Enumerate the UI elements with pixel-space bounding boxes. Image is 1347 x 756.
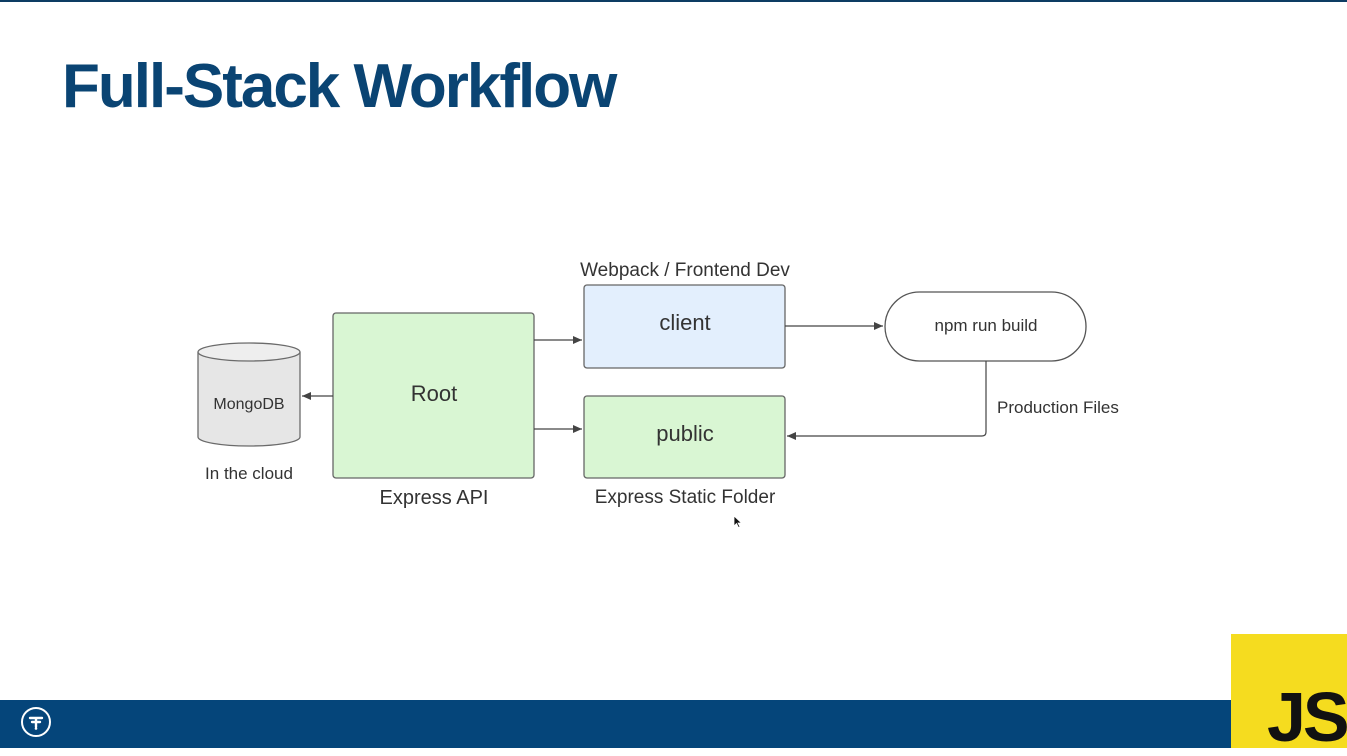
footer-bar (0, 700, 1347, 748)
slide-title: Full-Stack Workflow (62, 52, 617, 121)
js-logo: JS (1231, 634, 1347, 752)
webpack-caption: Webpack / Frontend Dev (580, 260, 790, 281)
public-label: public (656, 421, 713, 446)
root-label: Root (411, 381, 457, 406)
production-files-caption: Production Files (997, 398, 1119, 417)
brand-badge (21, 707, 51, 737)
arrow-build-to-public (787, 361, 987, 440)
build-label: npm run build (934, 316, 1037, 335)
express-static-caption: Express Static Folder (595, 487, 776, 508)
top-rule (0, 0, 1347, 2)
js-logo-text: JS (1267, 678, 1347, 756)
client-label: client (659, 310, 710, 335)
public-box (583, 395, 786, 479)
mongodb-label: MongoDB (213, 396, 284, 413)
traversy-badge-icon (28, 716, 44, 730)
express-api-caption: Express API (380, 487, 489, 509)
in-the-cloud-caption: In the cloud (205, 464, 293, 483)
mouse-cursor-icon (733, 515, 743, 529)
mongodb-cylinder (197, 342, 301, 447)
workflow-diagram: MongoDB In the cloud Root Express API We… (197, 260, 1119, 509)
